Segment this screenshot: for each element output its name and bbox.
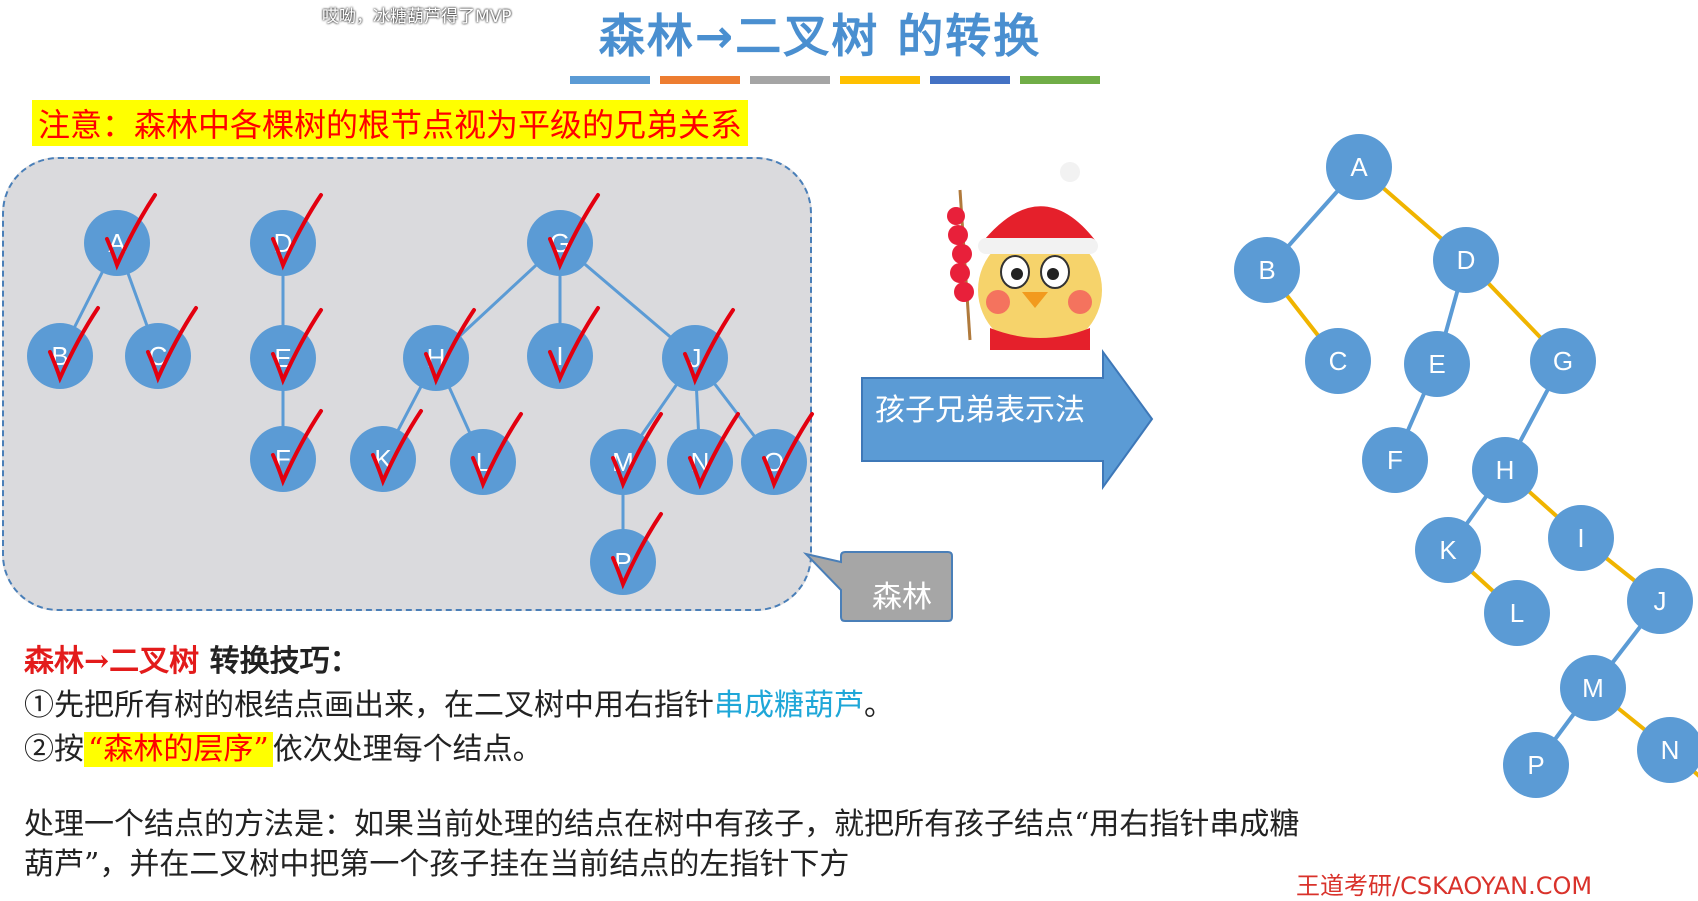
binary-tree-node [1530,328,1596,394]
brand-watermark: 王道考研/CSKAOYAN.COM [1296,872,1593,900]
forest-node [84,210,150,276]
binary-tree-node-label: M [1582,673,1604,703]
binary-tree-node-label: D [1457,245,1476,275]
binary-tree-node-label: G [1553,346,1573,376]
binary-tree-node [1637,717,1698,783]
checkmark-icon [548,193,600,271]
checkmark-icon [683,308,735,386]
binary-tree-node-label: C [1329,346,1348,376]
checkmark-icon [105,193,157,271]
binary-tree-node [1404,331,1470,397]
binary-tree-node [1415,517,1481,583]
binary-tree-node [1560,655,1626,721]
binary-tree-node-label: E [1428,349,1445,379]
callout-label: 森林 [872,580,932,615]
mascot-illustration [890,150,1120,350]
checkmark-icon [271,409,323,487]
checkmark-icon [548,306,600,384]
binary-tree-nodes: ABCDEFGHIJKLMNOP [1234,134,1698,798]
binary-tree-node [1472,437,1538,503]
title-bar-6 [1020,76,1100,84]
slide-title: 森林→二叉树 的转换 [598,9,1042,63]
checkmark-icon [611,412,663,490]
binary-tree-node-label: I [1577,523,1584,553]
binary-tree-node [1627,568,1693,634]
step2-text-a: ②按 [24,732,84,767]
binary-tree-node [1484,580,1550,646]
binary-tree-node-label: B [1258,255,1275,285]
binary-tree-node-label: F [1387,445,1403,475]
binary-tree-node-label: K [1439,535,1457,565]
tips-heading: 森林→二叉树 转换技巧： [24,640,894,684]
callout-bubble [802,551,953,622]
checkmark-icon [688,412,740,490]
title-bar-3 [750,76,830,84]
binary-tree-node-label: H [1496,455,1515,485]
checkmark-icon [611,512,663,590]
binary-tree-node-label: P [1527,750,1544,780]
forest-node [527,210,593,276]
checkmark-icon [371,409,423,487]
forest-node [250,426,316,492]
forest-node [250,210,316,276]
binary-tree-node [1433,227,1499,293]
note-highlight: 注意：森林中各棵树的根节点视为平级的兄弟关系 [32,100,749,146]
title-bar-5 [930,76,1010,84]
binary-tree-node [1362,427,1428,493]
binary-tree-node-label: N [1661,735,1680,765]
arrow-label: 孩子兄弟表示法 [875,393,1085,428]
method-description: 处理一个结点的方法是：如果当前处理的结点在树中有孩子，就把所有孩子结点“用右指针… [24,807,1300,882]
checkmark-icon [762,412,814,490]
step1-text-a: ①先把所有树的根结点画出来，在二叉树中用右指针 [24,688,714,723]
checkmark-icon [271,308,323,386]
checkmark-icon [48,306,100,384]
binary-tree-node [1326,134,1392,200]
right-arrow-icon [861,348,1154,491]
step1-text-c: 。 [864,688,894,723]
step1-text-b: 串成糖葫芦 [714,688,864,723]
tips-step-2: ②按“森林的层序”依次处理每个结点。 [24,728,894,772]
binary-tree-node-label: A [1350,152,1368,182]
forest-node [590,529,656,595]
checkmark-icon [471,412,523,490]
forest-node [527,323,593,389]
forest-node [27,323,93,389]
tips-heading-red: 森林→二叉树 [24,644,200,679]
forest-node-label: I [556,341,563,371]
binary-tree-node [1305,328,1371,394]
step2-text-c: 依次处理每个结点。 [272,732,543,767]
binary-tree-node [1503,732,1569,798]
forest-node [450,429,516,495]
forest-node [741,429,807,495]
binary-tree-node-label: L [1510,598,1524,628]
forest-node [403,325,469,391]
forest-node [250,325,316,391]
title-bar-2 [660,76,740,84]
tips-step-1: ①先把所有树的根结点画出来，在二叉树中用右指针串成糖葫芦。 [24,684,894,728]
forest-node [125,323,191,389]
binary-tree-node-label: J [1654,586,1667,616]
title-bar-4 [840,76,920,84]
checkmark-icon [424,308,476,386]
forest-node [350,426,416,492]
step2-text-b: “森林的层序” [84,732,273,767]
binary-tree-node [1234,237,1300,303]
title-bar-1 [570,76,650,84]
forest-node [667,429,733,495]
forest-checkmarks [48,193,814,590]
title-color-bars [570,76,1100,84]
danmaku-comment: 哎呦，冰糖葫芦得了MVP [322,7,512,27]
checkmark-icon [271,193,323,271]
checkmark-icon [146,306,198,384]
tips-heading-rest: 转换技巧： [199,644,360,679]
forest-node [662,325,728,391]
binary-tree-node [1548,505,1614,571]
forest-node [590,429,656,495]
conversion-tips: 森林→二叉树 转换技巧： ①先把所有树的根结点画出来，在二叉树中用右指针串成糖葫… [24,640,894,772]
